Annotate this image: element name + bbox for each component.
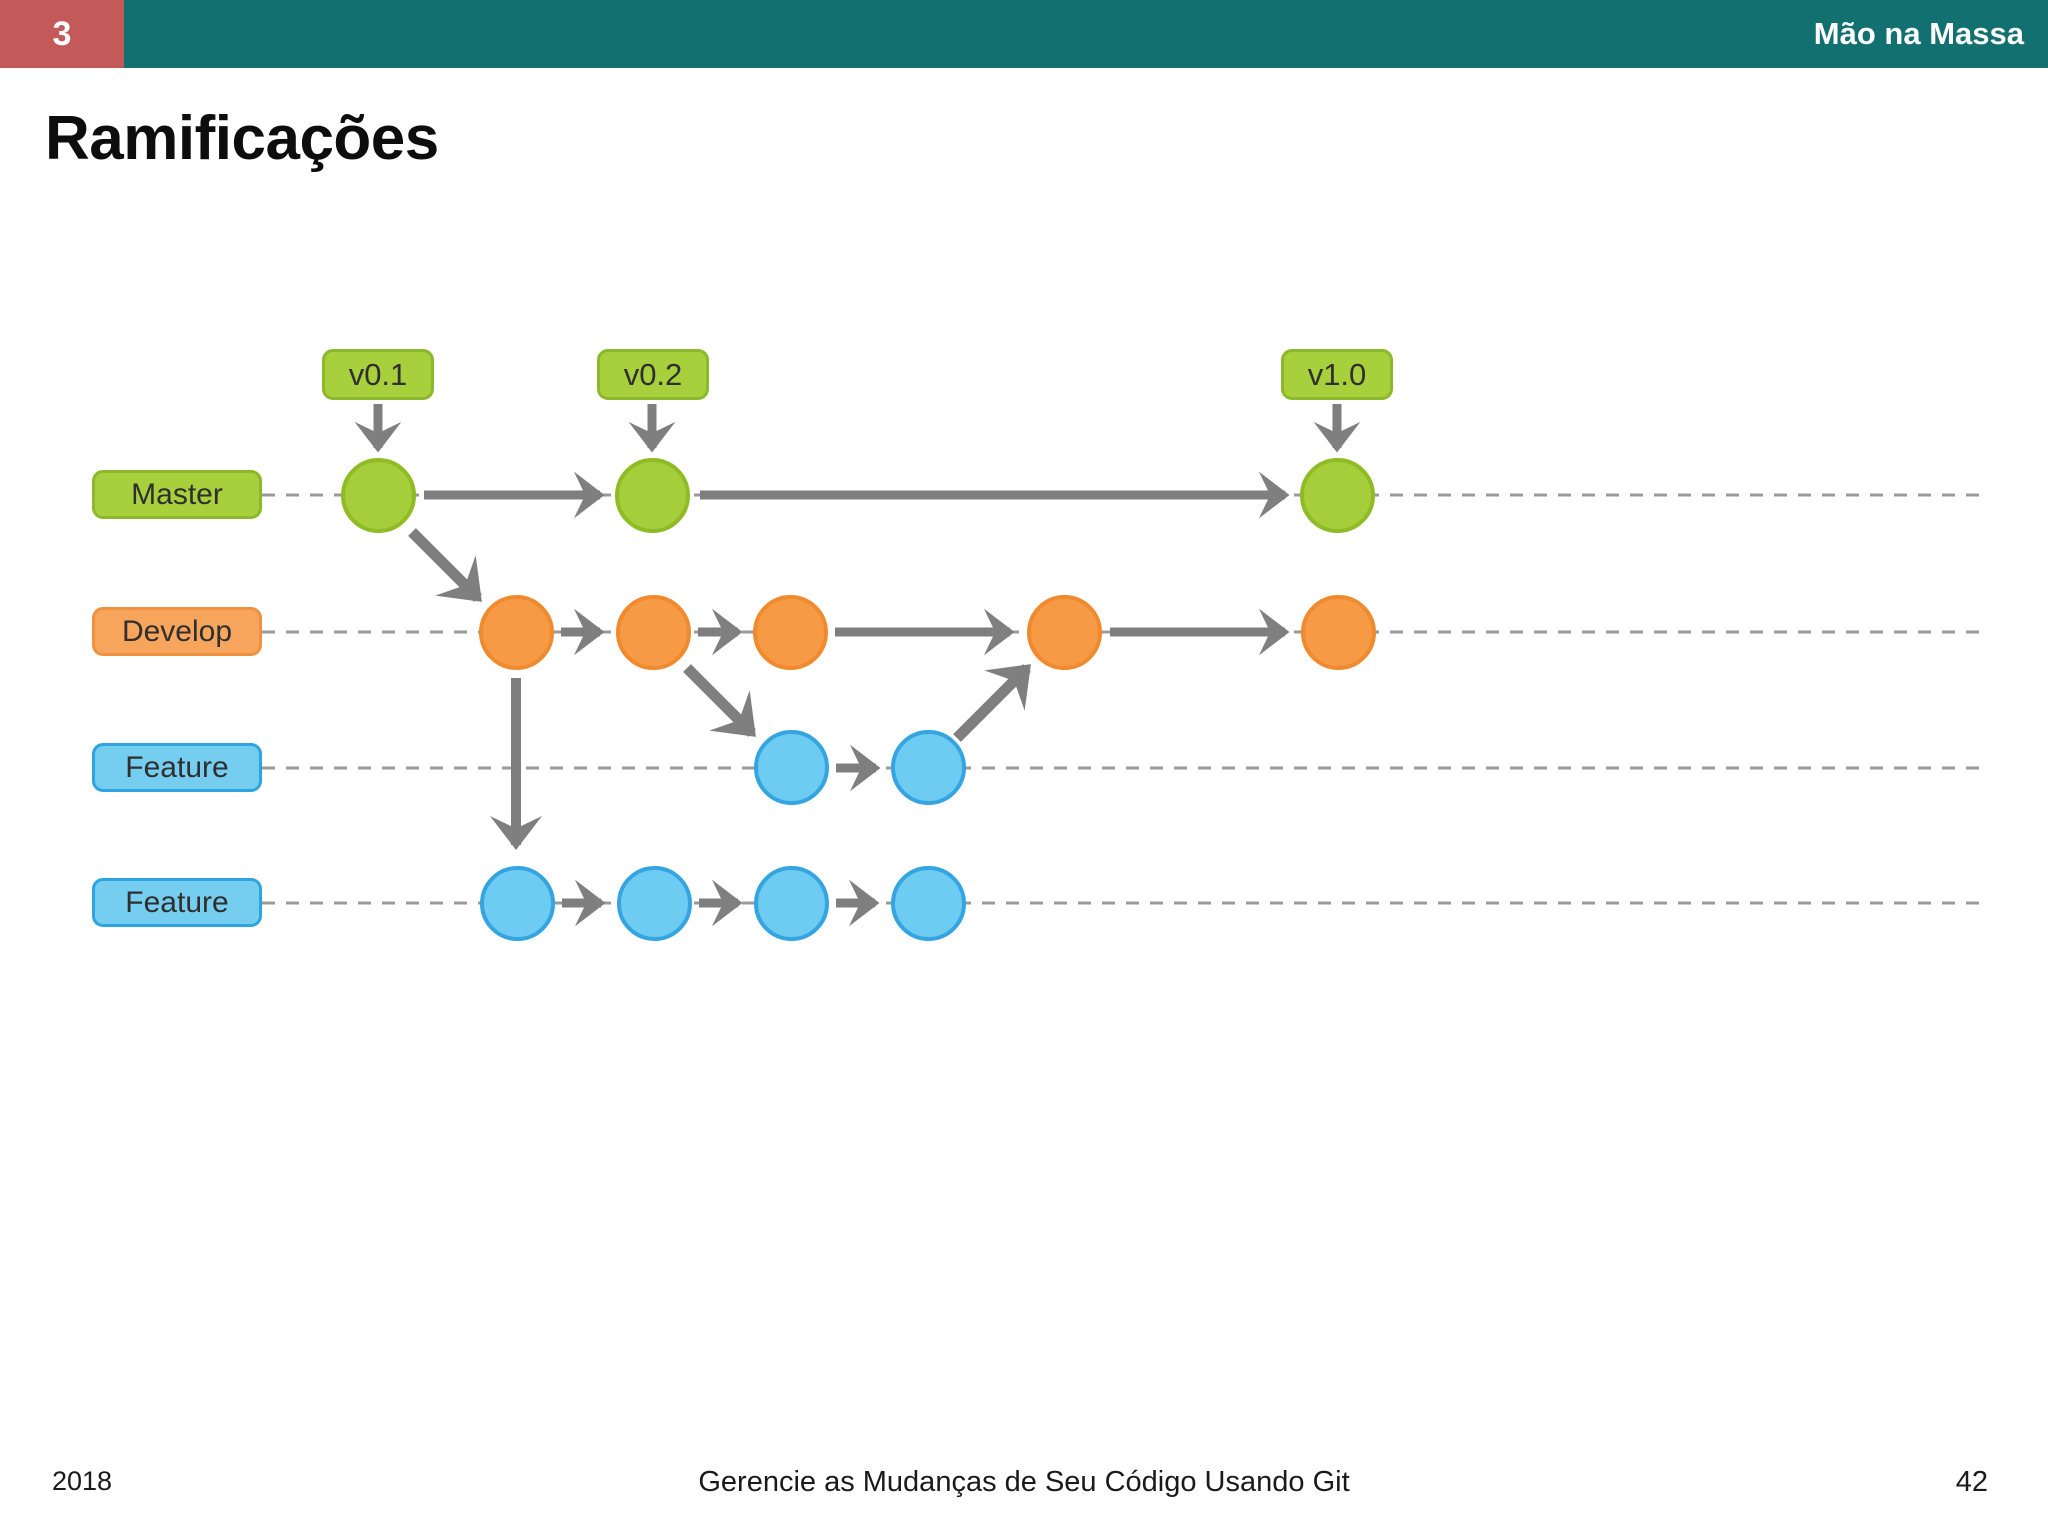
arrow-feature1-merge-to-develop xyxy=(953,664,1031,742)
version-tag-v1-0[interactable]: v1.0 xyxy=(1281,349,1393,400)
commit-node-develop-3[interactable] xyxy=(753,595,828,670)
commit-node-master-3[interactable] xyxy=(1300,458,1375,533)
commit-node-feature2-1[interactable] xyxy=(480,866,555,941)
commit-node-develop-2[interactable] xyxy=(616,595,691,670)
lane-label-feature-2[interactable]: Feature xyxy=(92,878,262,927)
version-tag-v0-2[interactable]: v0.2 xyxy=(597,349,709,400)
footer-title: Gerencie as Mudanças de Seu Código Usand… xyxy=(698,1466,1350,1498)
commit-node-master-2[interactable] xyxy=(615,458,690,533)
commit-node-feature2-4[interactable] xyxy=(891,866,966,941)
commit-node-develop-1[interactable] xyxy=(479,595,554,670)
lane-label-feature-1[interactable]: Feature xyxy=(92,743,262,792)
slide-header: 3 Mão na Massa xyxy=(0,0,2048,68)
commit-node-develop-5[interactable] xyxy=(1301,595,1376,670)
commit-node-develop-4[interactable] xyxy=(1027,595,1102,670)
version-tag-v0-1[interactable]: v0.1 xyxy=(322,349,434,400)
commit-node-feature1-1[interactable] xyxy=(754,730,829,805)
commit-node-feature1-2[interactable] xyxy=(891,730,966,805)
arrow-develop-to-feature1-branch xyxy=(683,664,756,737)
lane-label-develop[interactable]: Develop xyxy=(92,607,262,656)
header-number-box xyxy=(0,0,124,68)
lane-label-master[interactable]: Master xyxy=(92,470,262,519)
page-title: Ramificações xyxy=(45,104,439,173)
header-section-title: Mão na Massa xyxy=(1813,16,2024,51)
commit-node-feature2-3[interactable] xyxy=(754,866,829,941)
footer-page-number: 42 xyxy=(1955,1466,1988,1498)
arrow-master-to-develop-branch xyxy=(408,528,482,602)
commit-node-feature2-2[interactable] xyxy=(617,866,692,941)
commit-node-master-1[interactable] xyxy=(341,458,416,533)
footer-year: 2018 xyxy=(52,1466,113,1496)
header-section-number: 3 xyxy=(52,14,72,53)
